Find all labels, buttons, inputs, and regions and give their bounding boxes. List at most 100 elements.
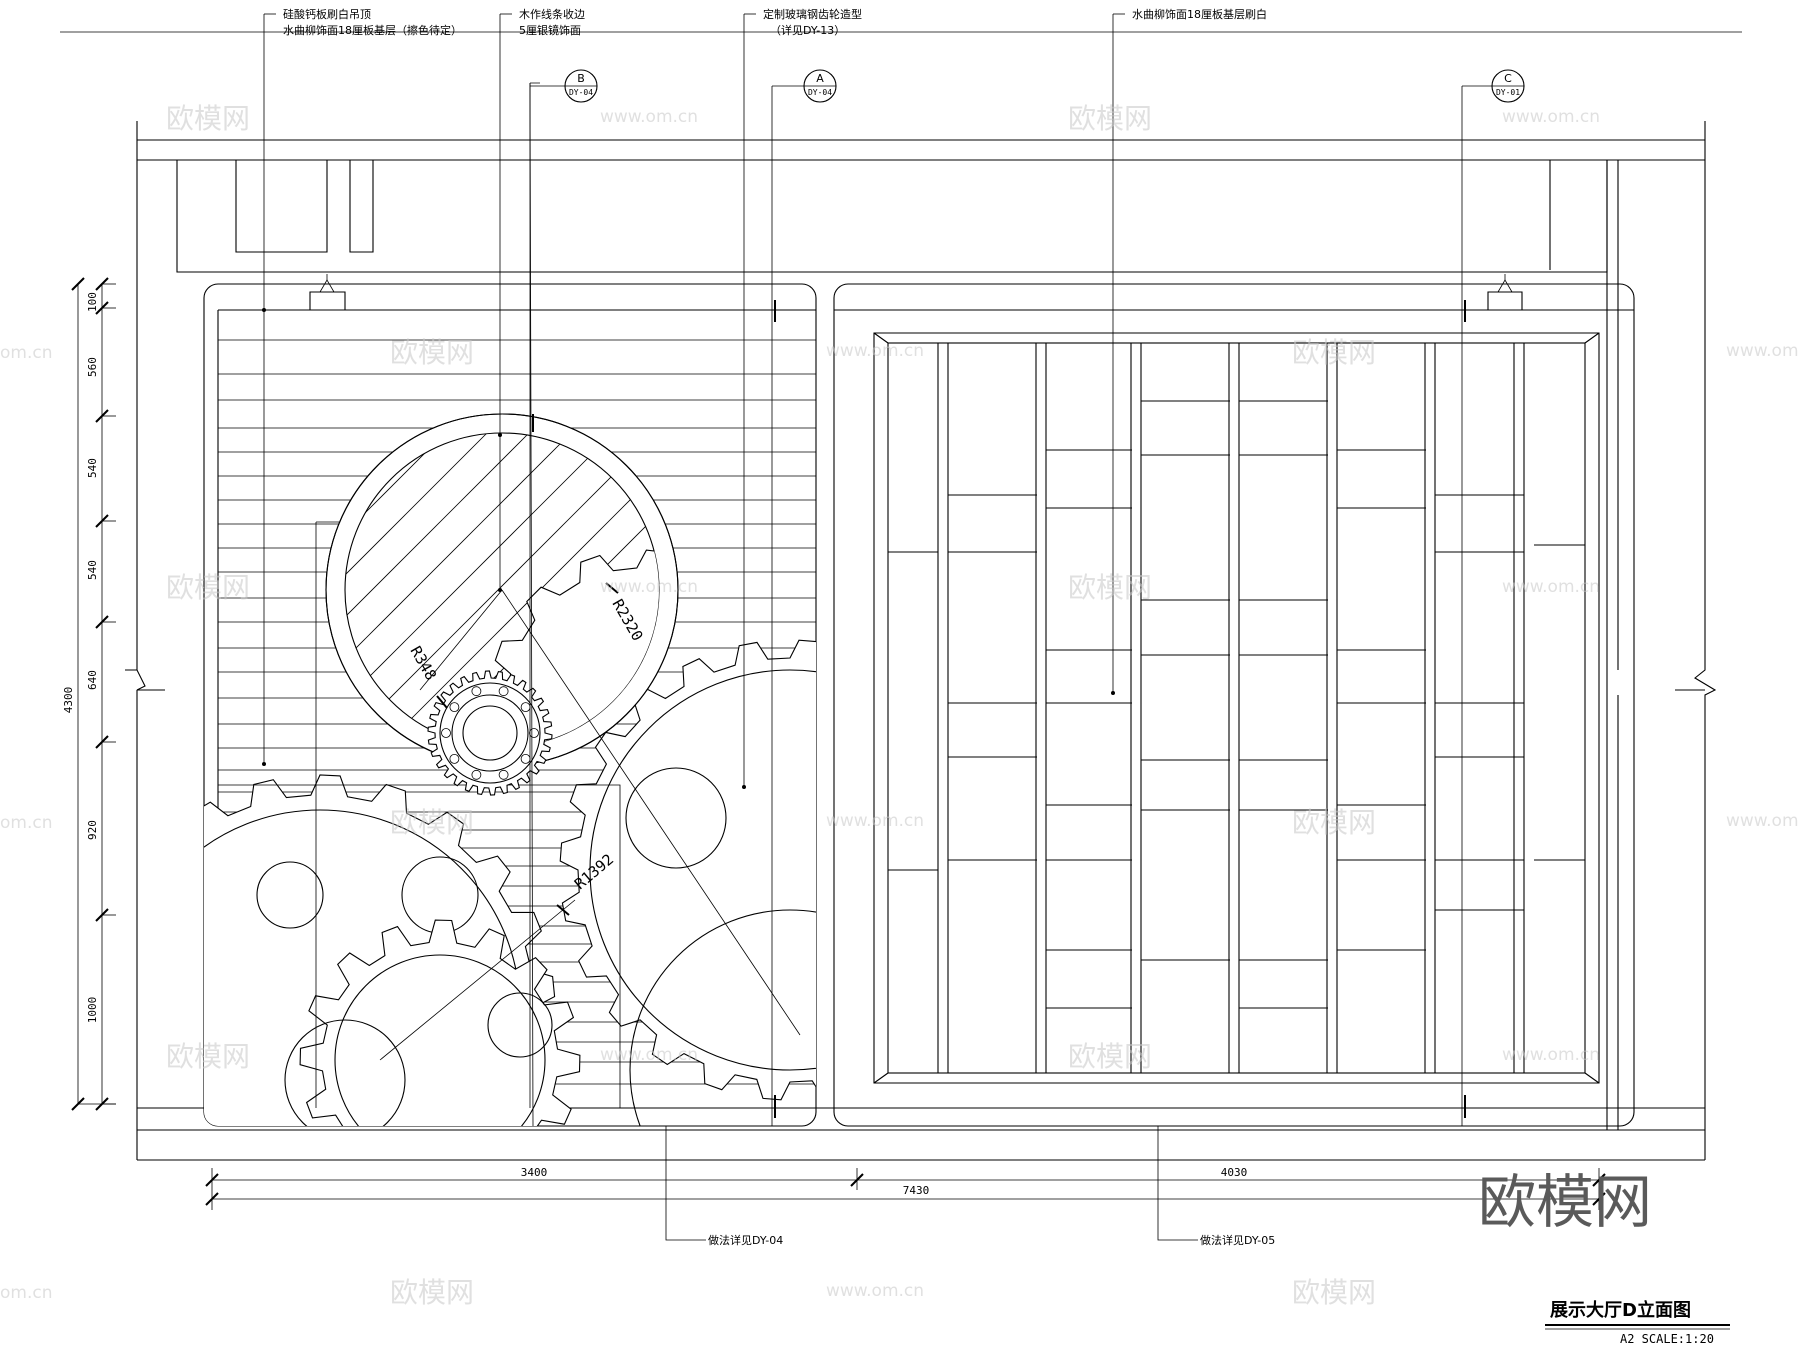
section-tag-c-letter: C <box>1504 72 1512 85</box>
vertical-dim-1: 100 <box>86 292 99 312</box>
watermark-url: om.cn <box>0 1283 53 1303</box>
small-gear-hub <box>451 694 529 772</box>
callout-ceiling-line2: 水曲柳饰面18厘板基层（擦色待定） <box>283 23 462 37</box>
lattice-inner-frame <box>887 342 1586 1074</box>
callout-gear-line2: （详见DY-13） <box>770 23 845 37</box>
vertical-dim-4: 540 <box>86 560 99 580</box>
watermark-url: www.om.cn <box>826 1281 924 1301</box>
horizontal-dim-total: 7430 <box>903 1184 930 1197</box>
gear-mid-ring <box>334 954 546 1126</box>
section-tag-a-ref: DY-04 <box>808 88 832 97</box>
watermark-url: www.om.cn <box>600 577 698 597</box>
hanger-detail-left <box>309 274 346 310</box>
small-gear-ring <box>439 682 541 784</box>
section-tag-a-letter: A <box>816 72 824 85</box>
section-tag-b <box>529 69 598 1127</box>
hatch-line <box>345 433 489 747</box>
horizontal-dim-left: 3400 <box>521 1166 548 1179</box>
gear-right-ring <box>589 669 816 1071</box>
watermark-url: www.om.cn <box>1502 1045 1600 1065</box>
callout-mirror-line1: 木作线条收边 <box>519 7 585 21</box>
dim-tick <box>71 1097 85 1111</box>
vertical-dim-7: 1000 <box>86 997 99 1024</box>
watermark-logo: 欧模网 <box>1292 336 1376 369</box>
callout-mirror-line2: 5厘银镜饰面 <box>519 23 581 37</box>
callout-lattice-line1: 水曲柳饰面18厘板基层刷白 <box>1132 7 1267 21</box>
lattice-screen <box>888 343 1585 1073</box>
horizontal-dim-right: 4030 <box>1221 1166 1248 1179</box>
watermark-logo: 欧模网 <box>1068 571 1152 604</box>
vertical-dim-total: 4300 <box>62 687 75 714</box>
radius-leaders <box>379 582 801 1061</box>
watermark-logo: 欧模网 <box>1068 102 1152 135</box>
small-gear-bore <box>462 705 518 761</box>
small-gear-bolt <box>498 769 509 780</box>
watermark-url: om.cn <box>0 813 53 833</box>
small-gear-bolt <box>449 754 460 764</box>
gear-hole <box>487 992 553 1058</box>
section-tag-a <box>771 69 837 1126</box>
gear-hole <box>284 1019 406 1126</box>
decorative-gears <box>204 639 816 1126</box>
watermark-logo: 欧模网 <box>166 1040 250 1073</box>
watermark-url: www.om.cn <box>826 341 924 361</box>
watermark-url: www.om.cn <box>600 107 698 127</box>
gear-mid <box>299 919 581 1126</box>
hanger-detail-right <box>1487 274 1523 310</box>
watermark-url: www.om.cn <box>1502 577 1600 597</box>
small-gear-bolt <box>471 769 482 780</box>
ceiling-outline <box>125 121 1717 1161</box>
watermark-url: www.om.cn <box>826 811 924 831</box>
callout-leaders <box>262 13 1125 789</box>
small-gear-teeth <box>427 670 553 796</box>
vertical-dimension-chain <box>71 277 116 1111</box>
watermark-logo: 欧模网 <box>390 806 474 839</box>
right-panel-frame <box>833 283 1635 1127</box>
horizontal-dimension-chain <box>205 1168 1606 1210</box>
dim-tick <box>71 277 85 291</box>
watermark-logo: 欧模网 <box>1068 1040 1152 1073</box>
lattice-outer-frame <box>873 332 1600 1084</box>
vertical-dim-6: 920 <box>86 820 99 840</box>
gear-right-inner <box>629 909 816 1126</box>
watermark-url: www.om.cn <box>1726 341 1800 361</box>
watermark-logo: 欧模网 <box>1292 1276 1376 1309</box>
watermark-url: www.om.cn <box>600 1045 698 1065</box>
gear-hole <box>256 861 324 929</box>
watermark-url: www.om.cn <box>1726 811 1800 831</box>
watermark-logo: 欧模网 <box>390 336 474 369</box>
hatch-line <box>345 433 615 747</box>
watermark-url: www.om.cn <box>1502 107 1600 127</box>
section-tag-c-ref: DY-01 <box>1496 88 1520 97</box>
bottom-note-left: 做法详见DY-04 <box>708 1233 783 1247</box>
watermark-logo: 欧模网 <box>390 1276 474 1309</box>
bottom-note-right: 做法详见DY-05 <box>1200 1233 1275 1247</box>
gear-hole <box>625 767 727 869</box>
watermarks: 欧模网 www.om.cn 欧模网 www.om.cn om.cn 欧模网 ww… <box>0 102 1800 1309</box>
hatch-line <box>345 433 531 747</box>
vertical-dim-3: 540 <box>86 458 99 478</box>
small-gear-bolt <box>529 728 539 738</box>
gear-right <box>559 639 816 1101</box>
drawing-scale: A2 SCALE:1:20 <box>1620 1332 1714 1346</box>
vertical-dim-2: 560 <box>86 357 99 377</box>
hatch-line <box>345 433 573 747</box>
watermark-url: om.cn <box>0 343 53 363</box>
section-tag-b-letter: B <box>577 72 585 85</box>
vertical-dim-5: 640 <box>86 670 99 690</box>
callout-ceiling-line1: 硅酸钙板刷白吊顶 <box>283 7 371 21</box>
drawing-title: 展示大厅D立面图 <box>1550 1299 1691 1321</box>
section-tag-c <box>1461 69 1525 1126</box>
small-gear-bolt <box>471 686 482 697</box>
small-gear-bolt <box>498 686 509 697</box>
bottom-note-leaders <box>665 1126 1198 1241</box>
brand-watermark: 欧模网 <box>1478 1168 1652 1236</box>
small-gear-bolt <box>441 728 451 738</box>
small-gear-bolt <box>449 702 460 712</box>
watermark-logo: 欧模网 <box>166 102 250 135</box>
watermark-logo: 欧模网 <box>1292 806 1376 839</box>
small-gear <box>427 670 553 796</box>
watermark-logo: 欧模网 <box>166 571 250 604</box>
section-tag-b-ref: DY-04 <box>569 88 593 97</box>
